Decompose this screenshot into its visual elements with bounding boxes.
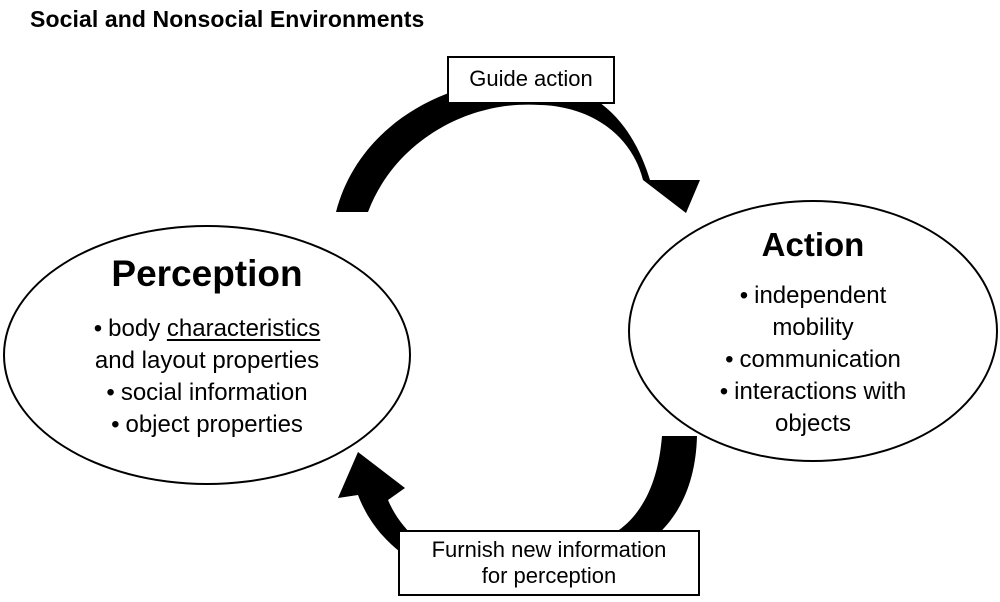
action-item-independent-mobility: •independent mobility <box>630 280 996 344</box>
perception-item-social-information: •social information <box>5 377 409 409</box>
top-arrow-shaft <box>336 79 700 213</box>
bullet: • <box>725 346 734 373</box>
bullet: • <box>111 411 120 438</box>
perception-title: Perception <box>111 253 303 294</box>
bullet: • <box>739 282 749 309</box>
perception-item-text: object properties <box>125 411 303 438</box>
perception-item-object-properties: •object properties <box>5 409 409 441</box>
diagram-title: Social and Nonsocial Environments <box>30 6 425 32</box>
action-item-line2: objects <box>774 410 852 437</box>
action-title: Action <box>761 226 865 263</box>
bullet: • <box>93 315 103 342</box>
guide-action-label: Guide action <box>447 56 615 104</box>
bullet: • <box>719 378 729 405</box>
perception-item-line2: and layout properties <box>94 347 320 374</box>
bottom-arrow-tail <box>338 452 496 584</box>
perception-item-text: social information <box>120 379 308 406</box>
perception-item-underlined: characteristics <box>166 315 321 342</box>
action-item-interactions-with-objects: •interactions with objects <box>630 376 996 440</box>
action-item-line1: interactions with <box>734 378 907 405</box>
furnish-information-label: Furnish new information for perception <box>398 530 700 596</box>
action-item-line1: independent <box>754 282 887 309</box>
furnish-label-line2: for perception <box>481 563 617 588</box>
bullet: • <box>106 379 115 406</box>
perception-item-body-characteristics: •body characteristics and layout properti… <box>5 313 409 377</box>
action-item-line2: mobility <box>772 314 854 341</box>
action-item-text: communication <box>739 346 901 373</box>
perception-item-pre: body <box>108 315 167 342</box>
action-item-communication: •communication <box>630 344 996 376</box>
furnish-label-line1: Furnish new information <box>431 537 667 562</box>
